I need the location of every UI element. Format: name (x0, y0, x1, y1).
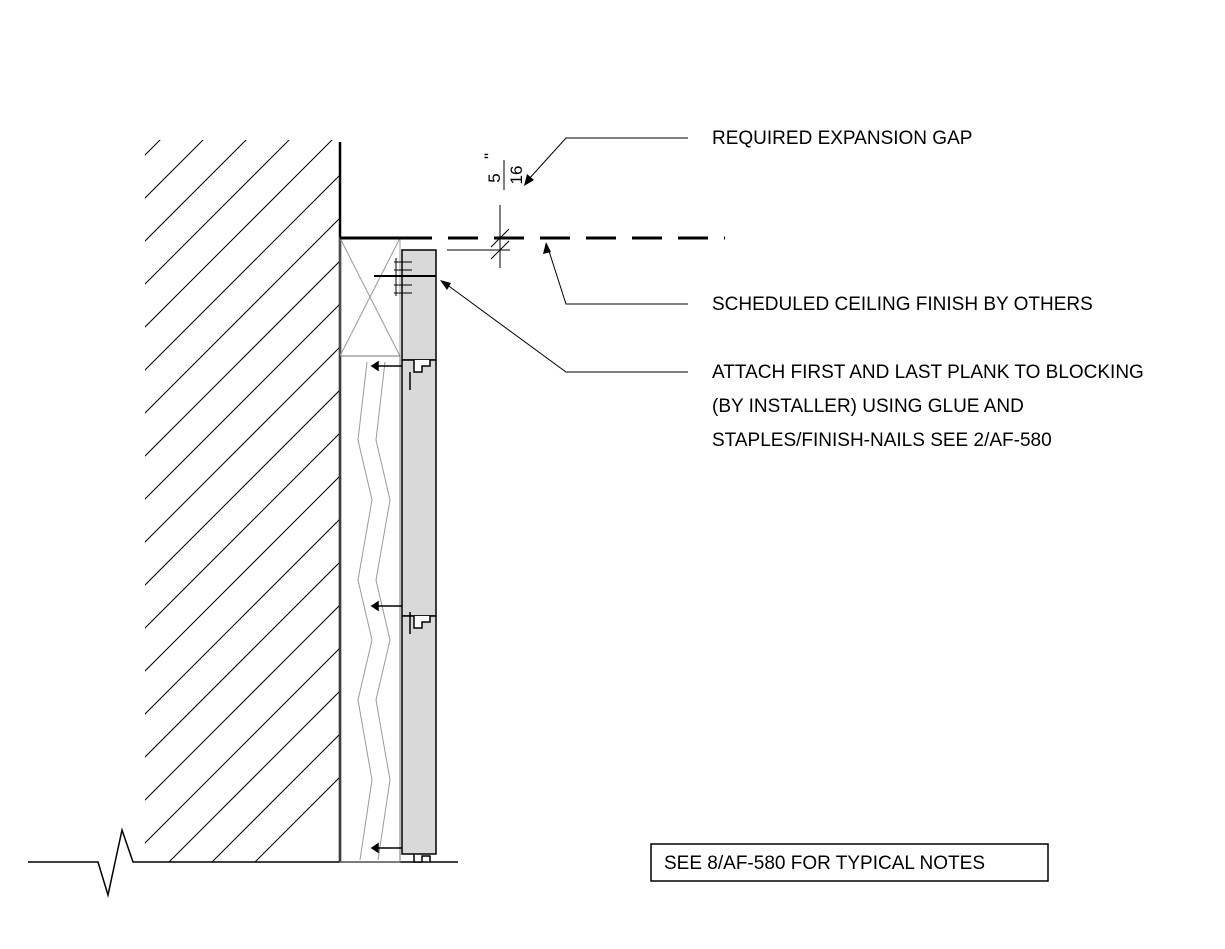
hatch-line (168, 690, 340, 862)
hatch-line (145, 346, 340, 543)
wood-planks (401, 249, 437, 863)
hatch-line (145, 561, 340, 758)
reference-notes-text: SEE 8/AF-580 FOR TYPICAL NOTES (664, 853, 985, 874)
dimension-denominator: 16 (507, 166, 526, 185)
note-attach-line-2: (BY INSTALLER) USING GLUE AND (712, 396, 1024, 417)
furring-strip (339, 355, 401, 863)
hatch-line (145, 140, 247, 242)
hatch-line (145, 140, 333, 328)
note-attach-line-1: ATTACH FIRST AND LAST PLANK TO BLOCKING (712, 362, 1144, 383)
hatch-line (145, 647, 340, 844)
hatch-line (145, 140, 161, 156)
leader-attach-plank (440, 280, 688, 373)
hatch-line (145, 303, 340, 500)
hatch-line (145, 475, 340, 672)
hatch-line (145, 432, 340, 629)
leader-expansion-gap (524, 137, 688, 186)
leader-ceiling-finish (543, 242, 688, 305)
blocking (339, 237, 401, 357)
hatch-line (145, 518, 340, 715)
floor-break-line (28, 827, 458, 898)
note-attach-line-3: STAPLES/FINISH-NAILS SEE 2/AF-580 (712, 430, 1052, 451)
hatch-line (211, 733, 340, 862)
hatch-line (254, 776, 340, 862)
note-expansion-gap: REQUIRED EXPANSION GAP (712, 128, 972, 149)
dimension-inch-mark: " (481, 153, 500, 159)
dimension-numerator: 5 (485, 173, 504, 182)
hatch-line (145, 217, 340, 414)
note-ceiling-finish: SCHEDULED CEILING FINISH BY OTHERS (712, 294, 1093, 315)
reference-notes-box: SEE 8/AF-580 FOR TYPICAL NOTES (650, 843, 1049, 882)
hatch-line (145, 389, 340, 586)
hatch-line (145, 604, 340, 801)
expansion-gap-dimension (447, 205, 510, 268)
hatch-line (145, 174, 340, 371)
hatch-line (145, 140, 204, 199)
hatch-line (145, 260, 340, 457)
screws (370, 360, 411, 854)
hatch-line (145, 140, 290, 285)
wall-hatch (145, 140, 340, 862)
